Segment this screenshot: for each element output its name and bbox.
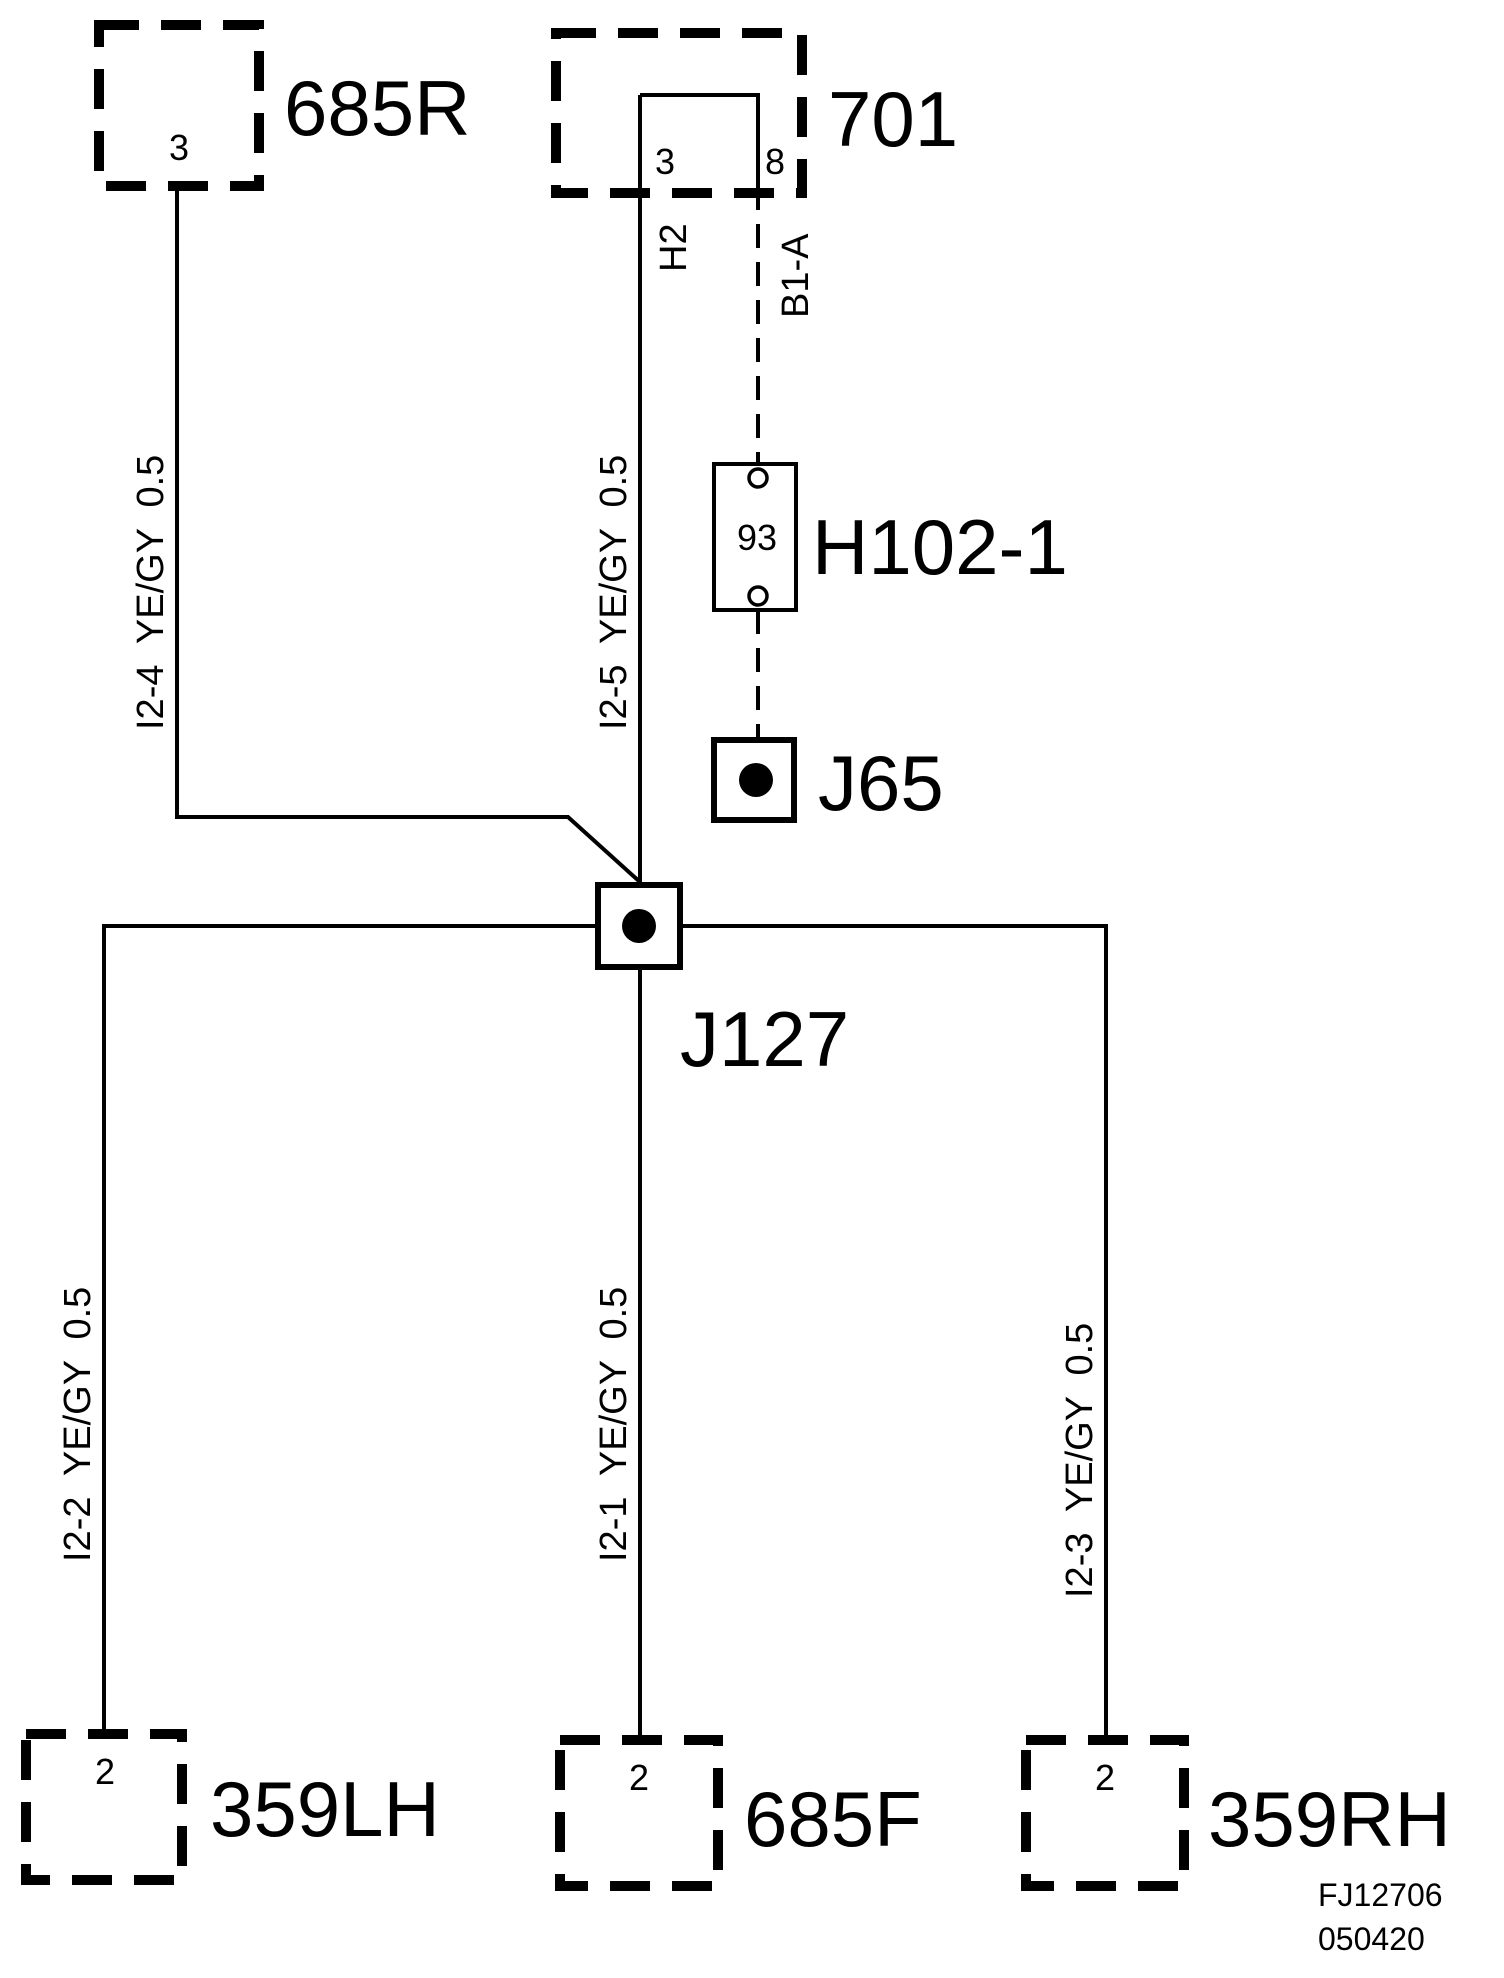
splice-j127-label: J127 <box>680 995 849 1083</box>
splice-j127-box <box>595 882 683 970</box>
reference-code: FJ12706 <box>1318 1877 1443 1913</box>
wire-701-inner-bridge <box>640 93 760 193</box>
wires <box>102 93 1108 1740</box>
wire-label-i2-5: I2-5 YE/GY 0.5 <box>593 455 635 730</box>
connector-359lh-pin: 2 <box>95 1751 115 1792</box>
wire-labels: I2-4 YE/GY 0.5 I2-5 YE/GY 0.5 H2 B1-A I2… <box>57 223 1101 1598</box>
connector-h102-1: 93 H102-1 <box>712 462 1068 612</box>
wire-label-h2: H2 <box>653 223 695 272</box>
connector-h102-1-pin-bottom <box>747 585 769 607</box>
connector-359lh: 2 359LH <box>21 1729 440 1885</box>
splice-j127-dot <box>622 909 656 943</box>
connector-685r-pin: 3 <box>169 127 189 168</box>
connector-701-label: 701 <box>828 75 958 163</box>
connector-359rh-pin: 2 <box>1095 1757 1115 1798</box>
wire-label-i2-4: I2-4 YE/GY 0.5 <box>130 455 172 730</box>
connector-685f: 2 685F <box>555 1735 922 1891</box>
connector-701: 3 8 701 <box>551 28 958 198</box>
wire-bus-left <box>102 924 640 1740</box>
connector-359rh-box <box>1021 1735 1189 1891</box>
wire-label-b1-a: B1-A <box>775 233 817 318</box>
reference: FJ12706 050420 <box>1318 1877 1443 1957</box>
junction-j65: J65 <box>711 737 944 827</box>
connector-685r-box <box>94 20 264 191</box>
connector-701-pin-3: 3 <box>655 141 675 182</box>
wire-i2-4 <box>175 186 642 884</box>
connector-685f-pin: 2 <box>629 1757 649 1798</box>
connector-h102-1-pin: 93 <box>737 517 777 558</box>
wire-bus-right <box>640 924 1108 1740</box>
junction-j65-dot <box>739 763 773 797</box>
connector-701-pin-8: 8 <box>765 141 785 182</box>
connector-359lh-box <box>21 1729 187 1885</box>
junction-j65-label: J65 <box>818 739 944 827</box>
wire-label-i2-3: I2-3 YE/GY 0.5 <box>1059 1323 1101 1598</box>
connector-359rh-label: 359RH <box>1208 1775 1451 1863</box>
connector-685r: 3 685R <box>94 20 470 191</box>
reference-date: 050420 <box>1318 1921 1425 1957</box>
connector-359lh-label: 359LH <box>210 1765 440 1853</box>
wire-label-i2-1: I2-1 YE/GY 0.5 <box>593 1287 635 1562</box>
connector-h102-1-pin-top <box>747 467 769 489</box>
connector-359rh: 2 359RH <box>1021 1735 1451 1891</box>
connector-685f-label: 685F <box>744 1775 922 1863</box>
connector-h102-1-box <box>712 462 798 612</box>
splice-j127: J127 <box>595 882 849 1083</box>
connector-h102-1-label: H102-1 <box>812 503 1068 591</box>
wire-label-i2-2: I2-2 YE/GY 0.5 <box>57 1287 99 1562</box>
connector-685f-box <box>555 1735 723 1891</box>
connector-685r-label: 685R <box>284 64 470 152</box>
connector-701-box <box>551 28 807 198</box>
